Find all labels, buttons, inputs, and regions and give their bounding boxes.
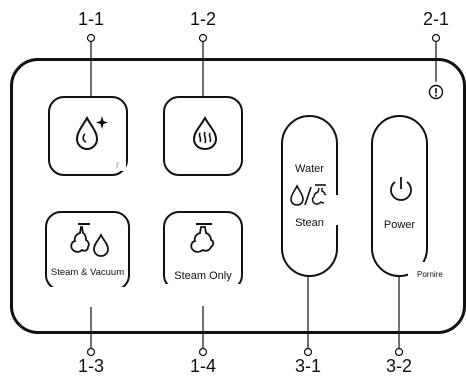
power-label: Power — [383, 219, 416, 231]
power-side-label: Pornire — [417, 270, 443, 279]
callout-1-4: 1-4 — [189, 356, 216, 376]
callout-1-2: 1-2 — [189, 9, 216, 29]
water-drop-sparkle-icon — [75, 115, 108, 151]
callout-1-1: 1-1 — [77, 9, 104, 29]
redacted-label-area-2 — [173, 153, 235, 171]
water-drop-heat-icon — [192, 115, 218, 151]
steam-label: Stean — [295, 217, 324, 229]
redacted-label-area — [58, 153, 126, 171]
power-icon — [390, 177, 412, 201]
callout-3-1: 3-1 — [294, 356, 321, 376]
water-label: Water — [295, 163, 324, 175]
steam-only-icon — [190, 223, 215, 253]
water-steam-toggle-icon — [290, 184, 328, 206]
redacted-bar-1-4 — [155, 284, 255, 306]
power-button[interactable]: Power — [371, 115, 428, 277]
button-1-3-steam-vacuum[interactable]: Steam & Vacuum — [45, 211, 130, 291]
redacted-bar-1-3 — [40, 287, 135, 307]
steam-vacuum-label: Steam & Vacuum — [50, 267, 125, 278]
steam-only-label: Steam Only — [174, 270, 232, 282]
callout-2-1: 2-1 — [422, 9, 449, 29]
redacted-area-3-2 — [408, 262, 458, 292]
redacted-area-3-1 — [324, 195, 364, 225]
label-fragment: r — [116, 160, 120, 171]
button-1-4-steam-only[interactable]: Steam Only — [163, 211, 243, 291]
warning-indicator-icon — [428, 84, 444, 100]
callout-1-3: 1-3 — [77, 356, 104, 376]
steam-vacuum-icon — [70, 223, 109, 257]
callout-3-2: 3-2 — [385, 356, 412, 376]
